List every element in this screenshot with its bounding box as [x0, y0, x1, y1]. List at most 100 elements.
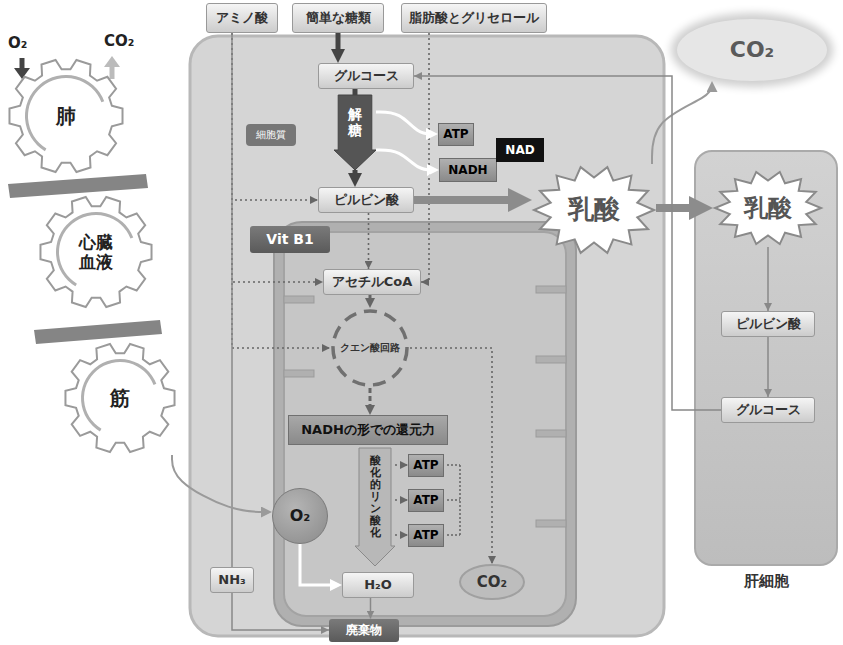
- process-box: ピルビン酸: [721, 311, 815, 337]
- label-box: 細胞質: [246, 124, 296, 146]
- connector: [376, 112, 433, 134]
- energy-box: ATP: [408, 454, 444, 477]
- organ-gear: 肺: [7, 57, 125, 175]
- gas-ellipse: CO₂: [459, 564, 525, 600]
- gear-plate: [34, 320, 162, 344]
- connector: [353, 170, 358, 180]
- connector: [369, 295, 372, 304]
- node-text: 筋: [110, 386, 130, 410]
- connector: [232, 593, 329, 630]
- connector: [414, 76, 721, 410]
- gear-outline: [65, 344, 174, 452]
- crista: [536, 356, 566, 363]
- node-text: グルコース: [736, 402, 801, 418]
- node-text: 心臓: [79, 232, 113, 252]
- gear-outline: [40, 197, 151, 307]
- gas-circle: O₂: [272, 488, 328, 544]
- process-box: グルコース: [721, 397, 815, 423]
- cell-box: 肝細胞乳酸ピルビン酸グルコース: [694, 150, 838, 566]
- connector: [232, 33, 323, 282]
- process-arrow: 解糖: [334, 95, 376, 170]
- connector: [369, 388, 372, 411]
- node-text: 酸化的リン酸化: [370, 455, 381, 540]
- rotation-arc: [81, 359, 156, 431]
- connector: [231, 33, 233, 567]
- node-text: NH₃: [218, 572, 245, 588]
- crista: [536, 286, 566, 293]
- node-text: ATP: [413, 528, 438, 542]
- connector: [421, 33, 429, 282]
- connector: [395, 534, 408, 536]
- node-text: Vit B1: [266, 231, 313, 248]
- connector: [395, 464, 408, 466]
- connector: [232, 33, 330, 348]
- intake-arrow: [20, 58, 25, 68]
- node-text: O₂: [290, 506, 311, 525]
- node-text: ピルビン酸: [334, 192, 399, 208]
- arrow-outline: [334, 95, 376, 170]
- connector: [172, 455, 270, 512]
- node-text: ATP: [443, 127, 468, 141]
- burst-outline: [715, 172, 821, 244]
- gas-label: O₂: [8, 34, 27, 52]
- node-text: グルコース: [334, 68, 399, 84]
- exhaust-arrow: [110, 67, 115, 79]
- process-box: 簡単な糖類: [292, 3, 384, 33]
- node-text: アセチルCoA: [332, 274, 413, 290]
- crista: [284, 370, 314, 377]
- energy-box: ATP: [408, 489, 444, 512]
- mitochondrion-outer: [274, 222, 576, 626]
- node-text: 解糖: [348, 107, 362, 138]
- arrow-outline: [355, 448, 395, 566]
- process-box: アセチルCoA: [323, 269, 421, 295]
- node-text: 脂肪酸とグリセロール: [409, 10, 539, 26]
- node-text: 乳酸: [568, 194, 620, 225]
- node-text: クエン酸回路: [340, 342, 400, 354]
- node-text: ATP: [413, 493, 438, 507]
- node-text: 簡単な糖類: [306, 10, 371, 26]
- node-text: 乳酸: [744, 194, 792, 223]
- node-text: NADHの形での還元力: [301, 422, 435, 438]
- node-text: 廃棄物: [346, 623, 382, 637]
- process-arrow: 酸化的リン酸化: [355, 448, 395, 566]
- node-text: 細胞質: [256, 129, 286, 141]
- atp-bracket: [447, 465, 460, 535]
- connector: [336, 33, 341, 56]
- process-box: アミノ酸: [206, 3, 278, 33]
- cycle-circle: クエン酸回路: [330, 308, 410, 388]
- node-text: CO₂: [730, 37, 774, 63]
- connector: [232, 33, 318, 200]
- node-text: NAD: [505, 143, 534, 157]
- connector: [410, 348, 492, 564]
- connector: [368, 213, 370, 269]
- connector: [300, 544, 337, 585]
- organ-gear: 心臓血液: [38, 194, 154, 310]
- waste-box: 廃棄物: [329, 619, 399, 642]
- gear-plate: [8, 174, 148, 198]
- process-box: NH₃: [210, 567, 254, 593]
- node-text: ピルビン酸: [736, 316, 801, 332]
- band-box: NADHの形での還元力: [288, 415, 448, 445]
- connector: [652, 83, 712, 164]
- cell-outline: [190, 36, 664, 636]
- rotation-arc: [25, 75, 104, 151]
- process-box: グルコース: [318, 63, 414, 89]
- energy-box: NADH: [439, 158, 497, 182]
- node-text: CO₂: [477, 573, 507, 591]
- node-text: 肺: [56, 104, 76, 128]
- node-text: NADH: [448, 163, 487, 177]
- node-text: H₂O: [364, 577, 392, 593]
- mitochondrion-inner: [284, 232, 566, 616]
- organ-gear: 筋: [63, 341, 177, 455]
- connector: [767, 337, 769, 397]
- cofactor-box: NAD: [496, 138, 544, 162]
- energy-box: ATP: [408, 524, 444, 547]
- process-box: H₂O: [342, 572, 414, 598]
- connector: [395, 499, 408, 501]
- process-box: ピルビン酸: [318, 187, 414, 213]
- burst-shape: 乳酸: [532, 164, 656, 256]
- burst-outline: [534, 167, 654, 253]
- crista: [536, 520, 566, 527]
- node-text: ATP: [413, 458, 438, 472]
